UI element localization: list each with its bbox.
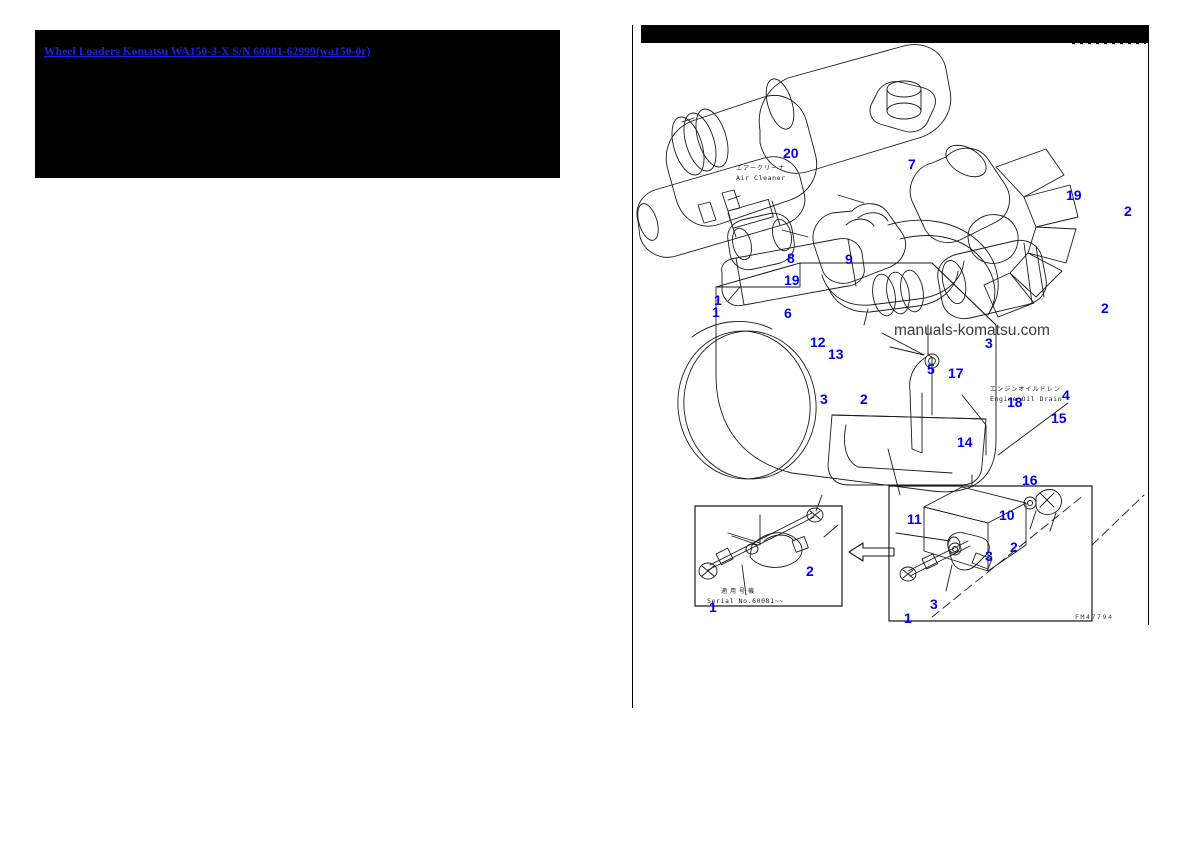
callout-2-mid-right[interactable]: 2 <box>1101 300 1109 316</box>
engine-oil-drain-caption-jp: エンジンオイルドレン <box>990 386 1062 393</box>
callout-17[interactable]: 17 <box>948 365 964 381</box>
callout-8[interactable]: 8 <box>787 250 795 266</box>
sheet-code: FM47794 <box>1075 613 1114 621</box>
callout-18[interactable]: 18 <box>1007 394 1023 410</box>
callout-3-detail-bottom[interactable]: 3 <box>930 596 938 612</box>
page-header-bar <box>641 25 1148 43</box>
callout-1-detail-bottom[interactable]: 1 <box>904 610 912 626</box>
callout-16[interactable]: 16 <box>1022 472 1038 488</box>
callout-19-lower[interactable]: 19 <box>784 272 800 288</box>
callout-13[interactable]: 13 <box>828 346 844 362</box>
serial-note-en: Serial No.60081~~ <box>707 596 784 605</box>
callout-19-upper[interactable]: 19 <box>1066 187 1082 203</box>
callout-2-block[interactable]: 2 <box>860 391 868 407</box>
engine-assembly-diagram <box>632 25 1150 708</box>
callout-5[interactable]: 5 <box>927 361 935 377</box>
callout-6[interactable]: 6 <box>784 305 792 321</box>
catalog-link-panel: Wheel Loaders Komatsu WA150-3-X S/N 6000… <box>35 30 560 178</box>
callout-15[interactable]: 15 <box>1051 410 1067 426</box>
callout-11[interactable]: 11 <box>907 511 922 527</box>
callout-2-detail-left[interactable]: 2 <box>806 563 814 579</box>
callout-2-upper-right[interactable]: 2 <box>1124 203 1132 219</box>
serial-note-jp: 適用号機 <box>721 588 758 595</box>
callout-1-lower[interactable]: 1 <box>712 304 720 320</box>
callout-7[interactable]: 7 <box>908 156 916 172</box>
parts-catalog-page: エアークリーナ Air Cleaner エンジンオイルドレン Engine Oi… <box>632 25 1150 708</box>
site-watermark: manuals-komatsu.com <box>894 322 1050 339</box>
callout-3-block[interactable]: 3 <box>820 391 828 407</box>
callout-1-serial-note[interactable]: 1 <box>709 599 717 615</box>
callout-14[interactable]: 14 <box>957 434 973 450</box>
diagram-linework <box>636 44 1145 622</box>
engine-oil-drain-caption: エンジンオイルドレン Engine Oil Drain <box>990 386 1062 403</box>
callout-10[interactable]: 10 <box>999 507 1015 523</box>
page-left-border <box>632 25 634 708</box>
callout-2-detail-right[interactable]: 2 <box>1010 539 1018 555</box>
callout-4[interactable]: 4 <box>1062 387 1070 403</box>
callout-20[interactable]: 20 <box>783 145 799 161</box>
callout-12[interactable]: 12 <box>810 334 826 350</box>
serial-note-caption: 適用号機 Serial No.60081~~ <box>707 588 784 605</box>
air-cleaner-caption: エアークリーナ Air Cleaner <box>736 165 786 182</box>
air-cleaner-caption-jp: エアークリーナ <box>736 165 786 172</box>
callout-9[interactable]: 9 <box>845 251 853 267</box>
callout-3-detail-right[interactable]: 3 <box>985 548 993 564</box>
engine-oil-drain-caption-en: Engine Oil Drain <box>990 394 1063 403</box>
air-cleaner-caption-en: Air Cleaner <box>736 173 786 182</box>
page-right-border <box>1148 25 1150 625</box>
page-header-dotted-rule <box>1072 42 1146 44</box>
callout-3-right[interactable]: 3 <box>985 335 993 351</box>
callout-1-upper[interactable]: 1 <box>714 292 722 308</box>
catalog-link[interactable]: Wheel Loaders Komatsu WA150-3-X S/N 6000… <box>44 46 371 58</box>
